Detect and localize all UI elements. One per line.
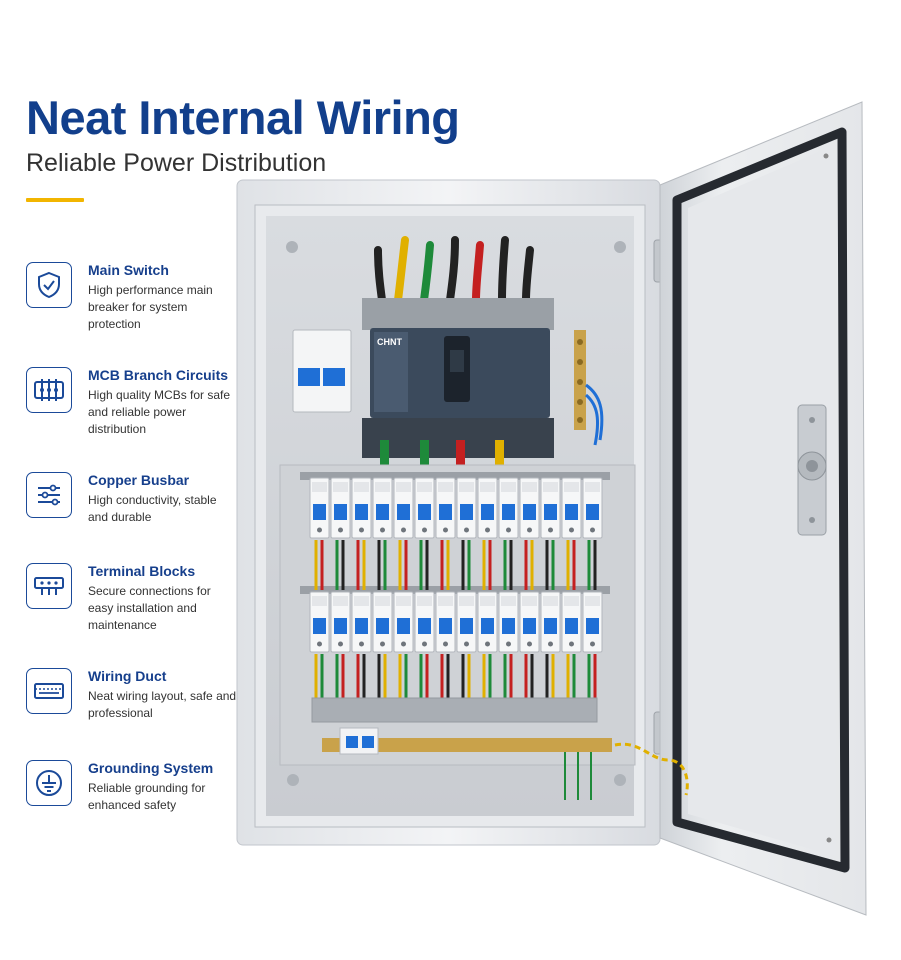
feature-title: Terminal Blocks — [88, 563, 196, 579]
feature-copper-busbar: Copper Busbar High conductivity, stable … — [26, 472, 241, 552]
feature-description: High quality MCBs for safe and reliable … — [88, 388, 231, 436]
branch-wires — [314, 540, 597, 698]
door-latch — [797, 404, 827, 536]
feature-description: High performance main breaker for system… — [88, 283, 213, 331]
feature-main-switch: Main Switch High performance main breake… — [26, 262, 241, 342]
mcb-circuits-icon — [26, 367, 72, 413]
mcb-module — [498, 477, 519, 539]
feature-title: MCB Branch Circuits — [88, 367, 229, 383]
mcb-module — [309, 591, 330, 653]
feature-description: Reliable grounding for enhanced safety — [88, 781, 206, 812]
mcb-module — [582, 477, 603, 539]
feature-description: Neat wiring layout, safe and professiona… — [88, 689, 237, 720]
mcb-module — [372, 477, 393, 539]
mcb-module — [330, 477, 351, 539]
mcb-module — [351, 591, 372, 653]
page-subtitle: Reliable Power Distribution — [26, 149, 327, 177]
feature-description: High conductivity, stable and durable — [88, 493, 217, 524]
page-title: Neat Internal Wiring — [26, 91, 460, 144]
mcb-module — [351, 477, 372, 539]
mcb-module — [519, 591, 540, 653]
mcb-module — [414, 477, 435, 539]
mcb-module — [435, 477, 456, 539]
feature-title: Main Switch — [88, 262, 169, 278]
main-breaker: CHNT — [362, 298, 554, 468]
busbar-icon — [26, 472, 72, 518]
mcb-row-upper — [300, 472, 610, 539]
mcb-module — [540, 591, 561, 653]
incoming-cables — [374, 236, 534, 304]
mcb-module — [498, 591, 519, 653]
mcb-module — [519, 477, 540, 539]
mcb-module — [309, 477, 330, 539]
feature-title: Grounding System — [88, 760, 214, 776]
mcb-module — [456, 591, 477, 653]
mcb-module — [435, 591, 456, 653]
vertical-busbar — [574, 330, 604, 446]
mcb-module — [393, 591, 414, 653]
feature-description: Secure connections for easy installation… — [88, 584, 211, 632]
mcb-module — [372, 591, 393, 653]
mcb-module — [561, 591, 582, 653]
breaker-brand: CHNT — [377, 337, 402, 347]
wiring-duct — [311, 697, 598, 723]
feature-wiring-duct: Wiring Duct Neat wiring layout, safe and… — [26, 668, 241, 748]
accent-underline — [26, 198, 84, 202]
mcb-module — [561, 477, 582, 539]
feature-title: Copper Busbar — [88, 472, 190, 488]
mcb-module — [477, 477, 498, 539]
feature-grounding-system: Grounding System Reliable grounding for … — [26, 760, 241, 840]
terminal-strip — [322, 727, 612, 800]
terminal-block-icon — [26, 563, 72, 609]
feature-terminal-blocks: Terminal Blocks Secure connections for e… — [26, 563, 241, 643]
mcb-module — [330, 591, 351, 653]
enclosure-door — [659, 101, 867, 916]
wiring-duct-icon — [26, 668, 72, 714]
mcb-module — [540, 477, 561, 539]
mcb-module — [582, 591, 603, 653]
mcb-module — [393, 477, 414, 539]
aux-breaker — [292, 329, 352, 413]
mcb-module — [414, 591, 435, 653]
mcb-module — [456, 477, 477, 539]
ground-icon — [26, 760, 72, 806]
distribution-box-illustration: CHNT — [236, 101, 867, 916]
feature-mcb-branch-circuits: MCB Branch Circuits High quality MCBs fo… — [26, 367, 241, 447]
mcb-row-lower — [300, 586, 610, 653]
shield-check-icon — [26, 262, 72, 308]
feature-title: Wiring Duct — [88, 668, 167, 684]
mcb-module — [477, 591, 498, 653]
